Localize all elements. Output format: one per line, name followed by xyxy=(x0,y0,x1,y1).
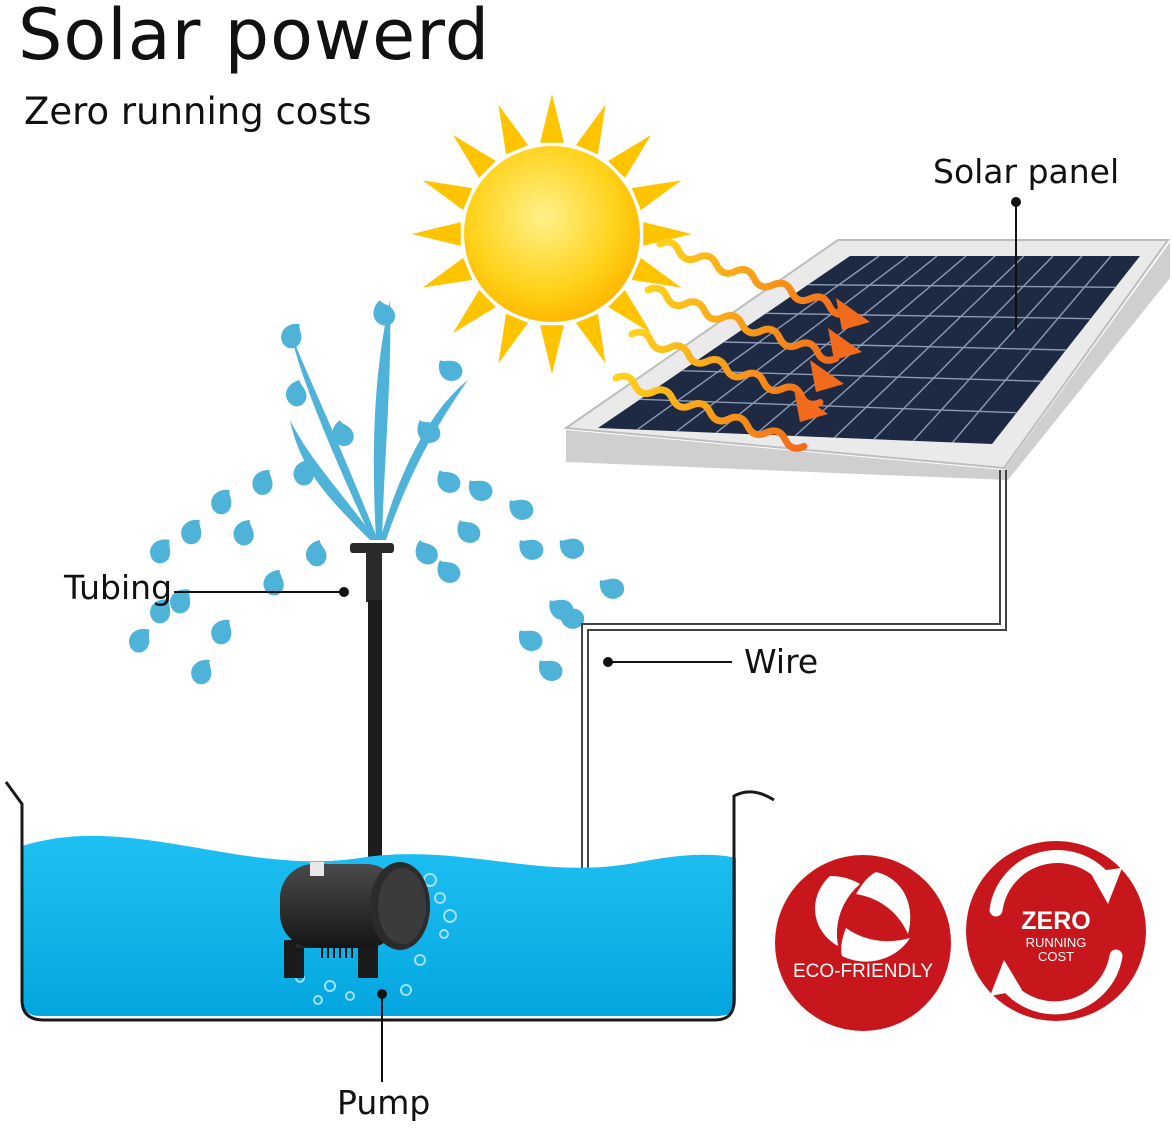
air-bubble xyxy=(345,991,355,1001)
sun-ray xyxy=(498,313,529,364)
sun-ray xyxy=(631,180,682,211)
cell-line xyxy=(681,369,1042,383)
water-droplet xyxy=(281,323,302,349)
arrow-head xyxy=(1090,868,1122,904)
water-droplet xyxy=(559,538,585,559)
water-droplet xyxy=(559,608,585,629)
sun-ray xyxy=(453,290,496,333)
page-title: Solar powerd xyxy=(18,0,491,76)
water-droplet xyxy=(305,540,327,567)
zero-running-cost-badge: ZERO RUNNING COST xyxy=(966,841,1146,1021)
water-jet xyxy=(373,300,391,540)
water-droplet xyxy=(519,539,544,560)
zero-badge-line2: RUNNING xyxy=(1026,935,1087,950)
eco-friendly-badge: ECO-FRIENDLY xyxy=(775,855,951,1031)
water-droplet xyxy=(263,570,284,596)
water-droplet xyxy=(150,539,171,564)
solar-panel xyxy=(563,239,1170,480)
air-bubble xyxy=(443,909,457,923)
sun-ray xyxy=(575,104,606,155)
leaf-recycle-icon xyxy=(815,872,911,962)
sun-rays xyxy=(412,94,692,374)
water-droplet xyxy=(285,380,307,407)
air-bubble xyxy=(313,995,323,1005)
sun-ray xyxy=(608,290,651,333)
solar-cell-grid xyxy=(636,255,1116,443)
sun-ray xyxy=(575,313,606,364)
sun-icon xyxy=(412,94,692,374)
water-droplet xyxy=(181,519,202,545)
water-droplet xyxy=(170,589,191,614)
water-droplet xyxy=(211,619,232,645)
arrow-head xyxy=(794,390,828,422)
water-jet xyxy=(290,330,378,540)
water-droplet xyxy=(233,520,254,546)
water-droplet xyxy=(150,599,171,624)
water-droplet xyxy=(438,360,463,381)
water-droplet xyxy=(332,420,354,447)
cycle-arrows-icon xyxy=(989,850,1123,1015)
water-spray xyxy=(129,300,625,685)
zero-badge-line3: COST xyxy=(1038,949,1074,964)
leader-lines xyxy=(174,197,1021,1082)
water-droplet xyxy=(415,540,438,565)
cell-line xyxy=(807,283,1116,289)
water-droplet xyxy=(518,630,543,651)
water-pump xyxy=(280,862,430,978)
sun-ray xyxy=(540,94,564,143)
water-droplet xyxy=(509,499,534,520)
water-droplet xyxy=(437,560,461,583)
water-jet xyxy=(380,380,468,540)
sun-ray xyxy=(453,135,496,178)
label-tubing: Tubing xyxy=(64,568,173,607)
air-bubble xyxy=(434,892,446,904)
label-wire: Wire xyxy=(744,642,819,681)
arrow-head xyxy=(836,298,870,330)
water-droplet xyxy=(468,480,493,501)
water-droplet xyxy=(437,470,461,493)
cell-line xyxy=(765,312,1091,320)
eco-badge-label: ECO-FRIENDLY xyxy=(793,961,933,982)
zero-badge-line1: ZERO xyxy=(1021,907,1090,935)
label-solar-panel: Solar panel xyxy=(933,152,1120,191)
arrow-head xyxy=(810,360,844,392)
arrow-head xyxy=(828,328,862,360)
air-bubble xyxy=(414,954,426,966)
sun-ray xyxy=(422,180,473,211)
water-droplet xyxy=(538,660,563,681)
water-droplet xyxy=(457,520,481,543)
page-subtitle: Zero running costs xyxy=(24,90,372,133)
label-pump: Pump xyxy=(337,1083,431,1122)
water-droplet xyxy=(252,469,273,495)
energy-arrows xyxy=(612,238,870,452)
air-bubble xyxy=(324,980,336,992)
sun-ray xyxy=(631,257,682,288)
sun-ray xyxy=(412,222,461,246)
water-droplet xyxy=(373,300,396,326)
sun-ray xyxy=(498,104,529,155)
sun-ray xyxy=(643,222,692,246)
water-droplet xyxy=(191,659,212,685)
fountain-tube xyxy=(350,543,394,900)
sun-ray xyxy=(540,325,564,374)
arrow-head xyxy=(990,960,1022,996)
air-bubble xyxy=(439,929,449,939)
water-droplet xyxy=(129,628,150,653)
water-droplet xyxy=(599,578,625,599)
sun-ray xyxy=(608,135,651,178)
water-droplet xyxy=(211,489,232,515)
air-bubble xyxy=(400,984,412,996)
sun-ray xyxy=(422,257,473,288)
